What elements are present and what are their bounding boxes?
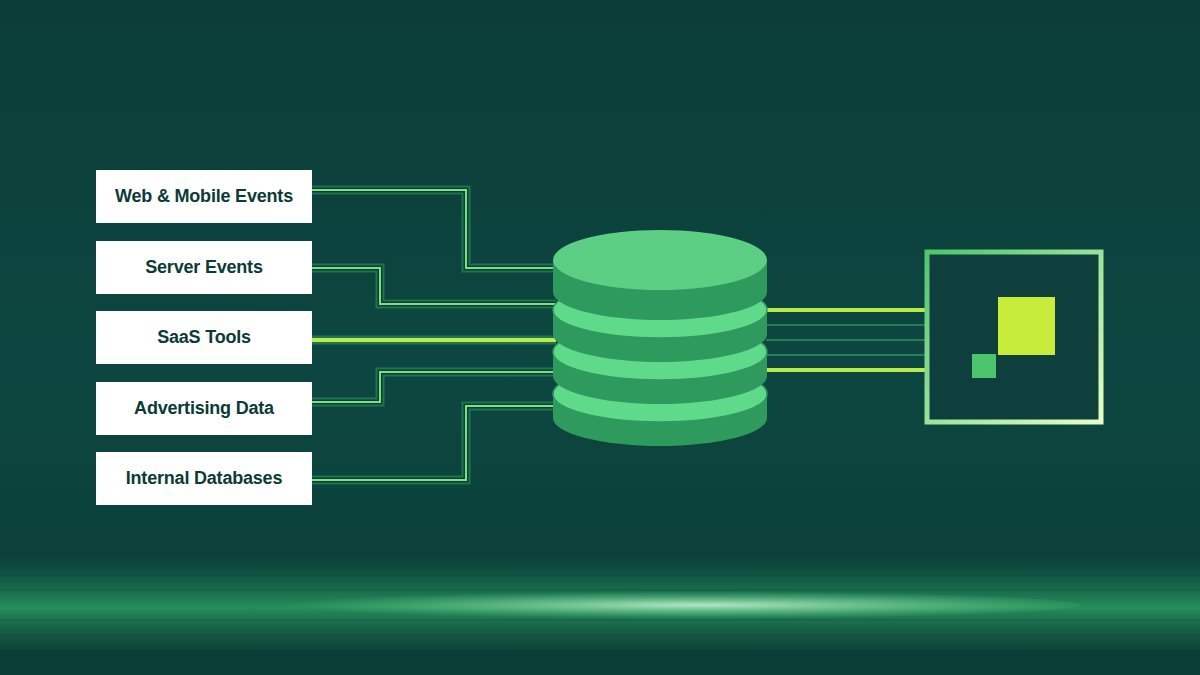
box-label: Server Events	[145, 257, 262, 278]
box-label: Web & Mobile Events	[115, 186, 293, 207]
source-box: Advertising Data	[96, 382, 312, 435]
source-box: SaaS Tools	[96, 311, 312, 364]
box-label: SaaS Tools	[157, 327, 251, 348]
source-box: Server Events	[96, 241, 312, 294]
source-box: Internal Databases	[96, 452, 312, 505]
input-wires	[312, 190, 556, 480]
output-wires	[766, 310, 926, 370]
glow-highlight	[240, 591, 1080, 619]
logo-tile	[927, 252, 1101, 422]
glow-scanlines	[0, 575, 1200, 635]
glow-band	[0, 555, 1200, 650]
box-label: Internal Databases	[126, 468, 282, 489]
box-label: Advertising Data	[134, 398, 274, 419]
database-cylinder	[553, 230, 767, 446]
source-box: Web & Mobile Events	[96, 170, 312, 223]
